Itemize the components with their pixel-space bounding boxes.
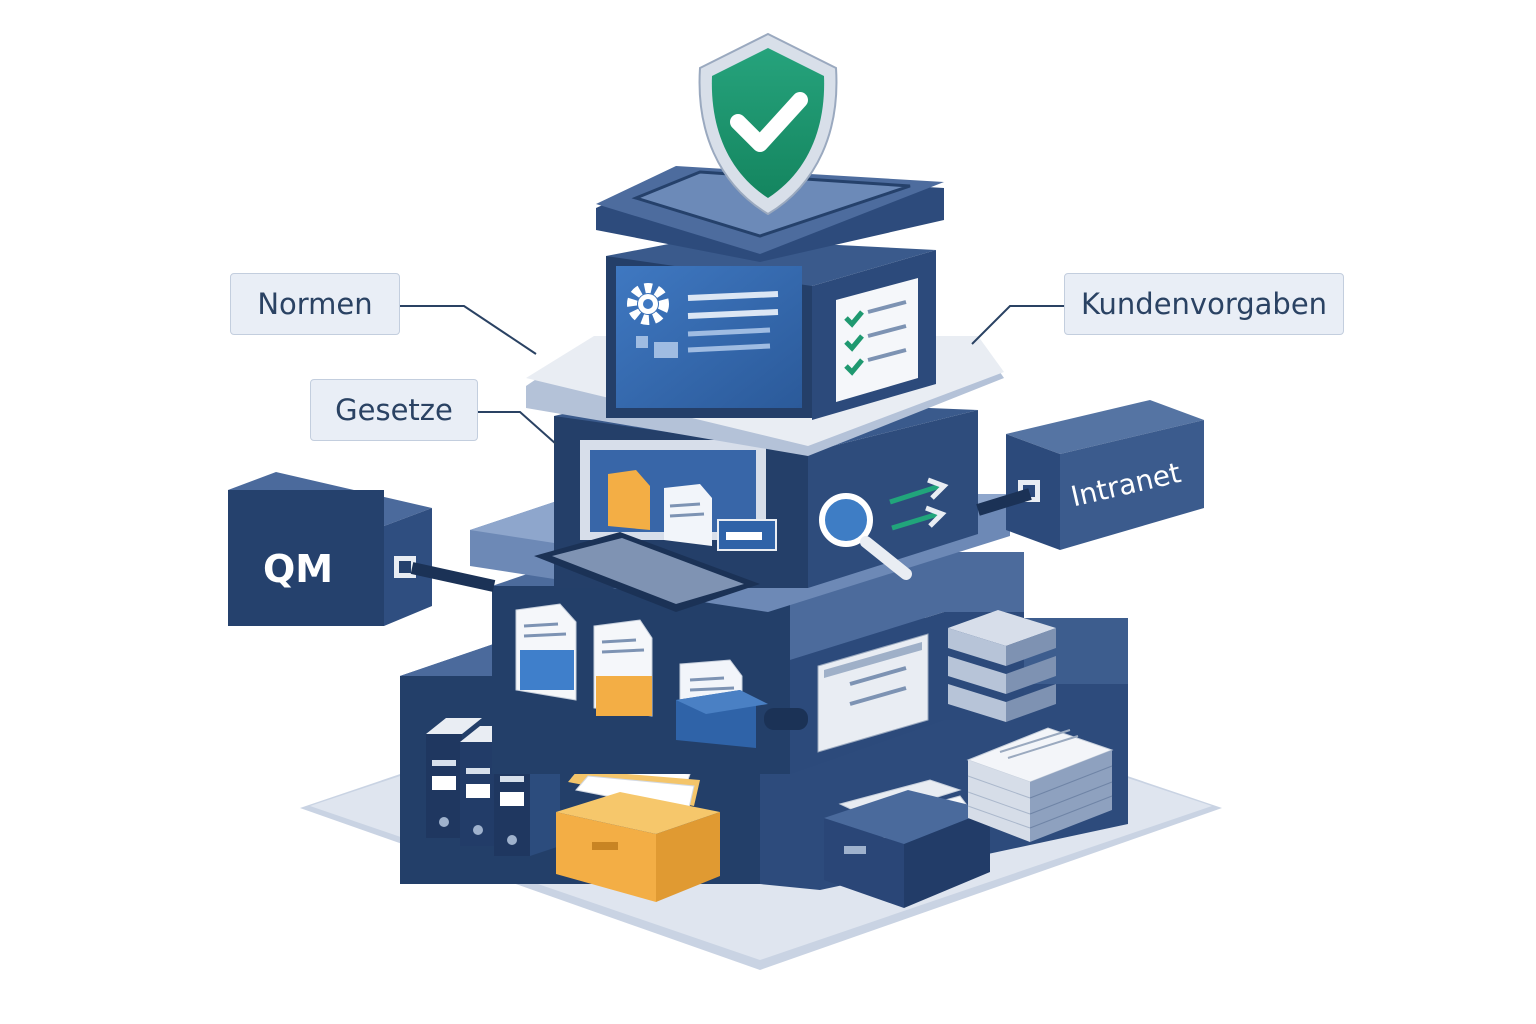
archive-box-icon	[824, 779, 990, 908]
normen-label: Normen	[230, 273, 400, 335]
qm-label: QM	[263, 547, 333, 591]
document-icon	[515, 603, 653, 717]
intranet-block: Intranet	[1006, 400, 1204, 550]
checklist-icon	[836, 278, 918, 402]
qm-block: QM	[228, 472, 432, 626]
intranet-connector	[976, 488, 1032, 516]
search-icon	[819, 477, 949, 580]
normen-leader	[400, 305, 537, 355]
server-stack-icon	[948, 610, 1056, 722]
base-connector	[764, 708, 808, 730]
leader-lines	[400, 305, 1066, 445]
folder-icon	[676, 659, 768, 748]
qm-connector	[410, 562, 496, 592]
gesetze-label: Gesetze	[310, 379, 478, 441]
paper-stack-icon	[966, 727, 1114, 842]
gear-icon	[627, 283, 678, 358]
text-lines-icon	[687, 291, 779, 353]
window-icon	[817, 447, 929, 753]
shield-check-icon	[698, 32, 838, 216]
laptop-icon	[534, 440, 777, 612]
kundenvorgaben-leader	[971, 305, 1066, 345]
kundenvorgaben-label: Kundenvorgaben	[1064, 273, 1344, 335]
gesetze-leader	[478, 411, 557, 445]
